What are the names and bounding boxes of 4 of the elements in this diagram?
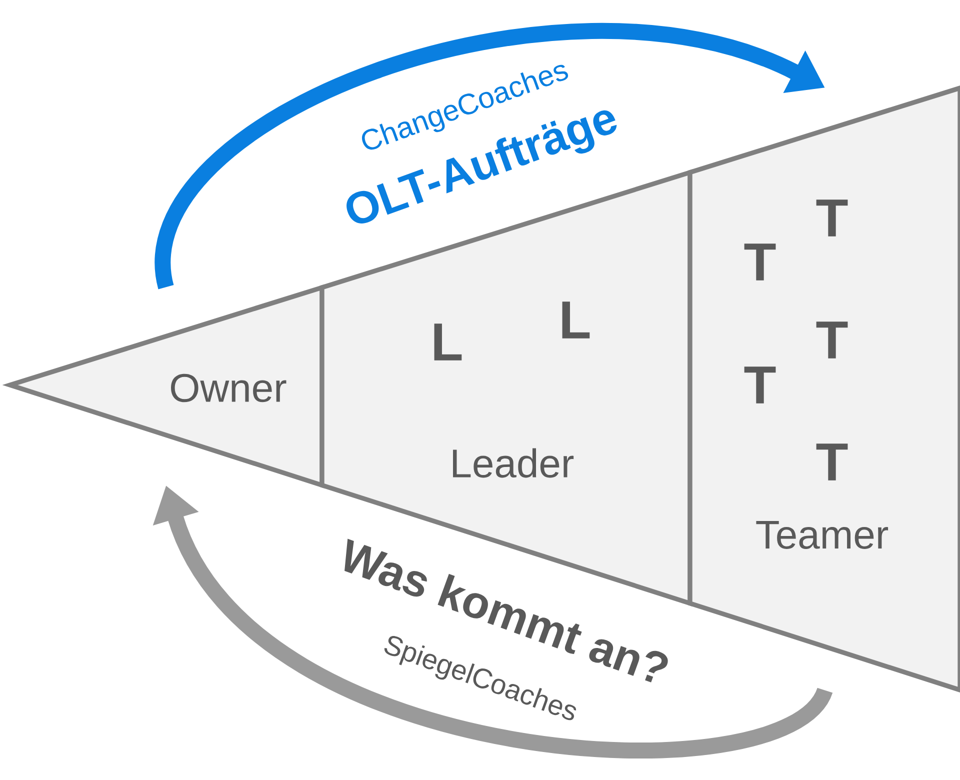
section-label: Leader: [453, 448, 574, 478]
section-letter: L: [434, 324, 462, 360]
section-label: Owner: [171, 374, 286, 402]
section-letter: L: [562, 302, 590, 338]
